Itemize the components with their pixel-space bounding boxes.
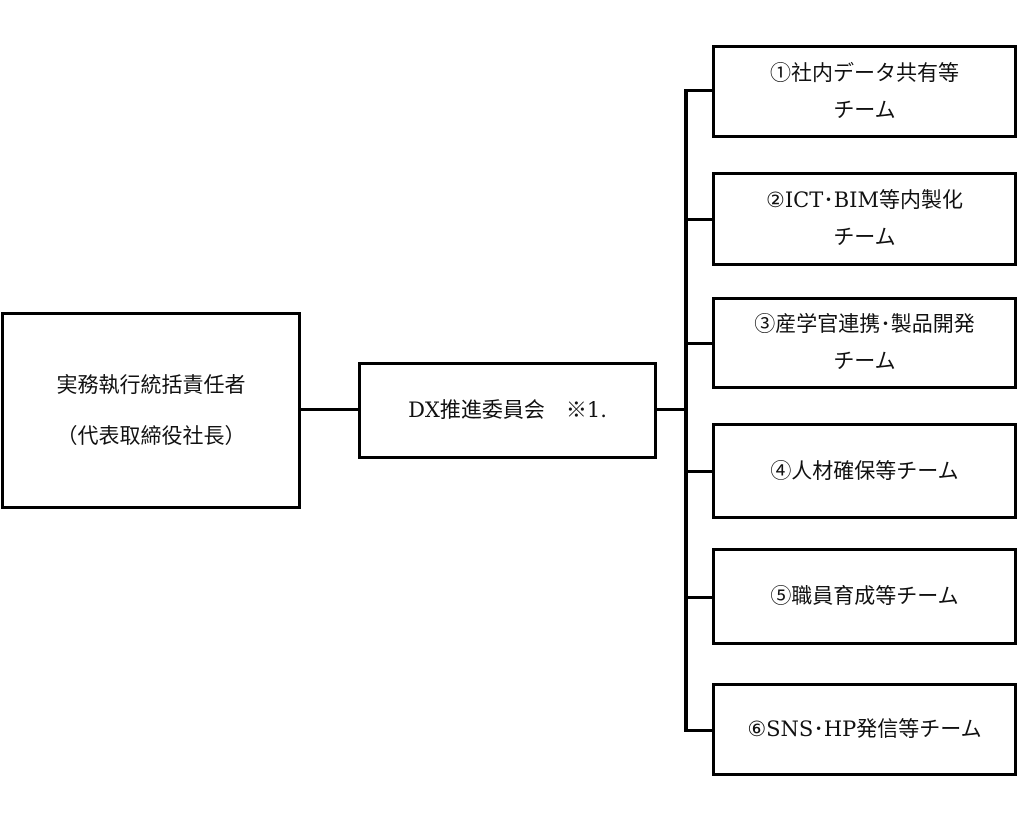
committee-label: DX推進委員会 ※1. xyxy=(408,398,607,423)
team-box-4: ④人材確保等チーム xyxy=(712,423,1017,519)
team-box-2: ②ICT･BIM等内製化 チーム xyxy=(712,172,1017,266)
executive-title: 実務執行統括責任者 xyxy=(56,372,246,397)
team-name: ②ICT･BIM等内製化 xyxy=(766,188,963,213)
team-box-6: ⑥SNS･HP発信等チーム xyxy=(712,683,1017,776)
branch-line xyxy=(684,342,714,345)
team-suffix: チーム xyxy=(833,349,896,373)
team-box-3: ③産学官連携･製品開発 チーム xyxy=(712,297,1017,389)
branch-line xyxy=(684,596,714,599)
team-suffix: チーム xyxy=(833,97,896,122)
team-name: ①社内データ共有等 xyxy=(770,60,959,85)
team-name: ⑤職員育成等チーム xyxy=(770,584,959,609)
executive-role: （代表取締役社長） xyxy=(56,423,246,448)
connector-executive-committee xyxy=(300,408,360,411)
committee-box: DX推進委員会 ※1. xyxy=(358,362,657,459)
branch-line xyxy=(684,89,714,92)
branch-line xyxy=(684,470,714,473)
trunk-line xyxy=(684,89,688,732)
team-name: ④人材確保等チーム xyxy=(770,458,959,483)
executive-box: 実務執行統括責任者 （代表取締役社長） xyxy=(1,312,301,509)
branch-line xyxy=(684,218,714,221)
team-name: ⑥SNS･HP発信等チーム xyxy=(747,717,982,742)
connector-committee-trunk xyxy=(656,408,687,411)
team-suffix: チーム xyxy=(833,225,896,249)
team-box-5: ⑤職員育成等チーム xyxy=(712,548,1017,645)
team-box-1: ①社内データ共有等 チーム xyxy=(712,45,1017,138)
team-name: ③産学官連携･製品開発 xyxy=(754,312,975,337)
branch-line xyxy=(684,729,714,732)
